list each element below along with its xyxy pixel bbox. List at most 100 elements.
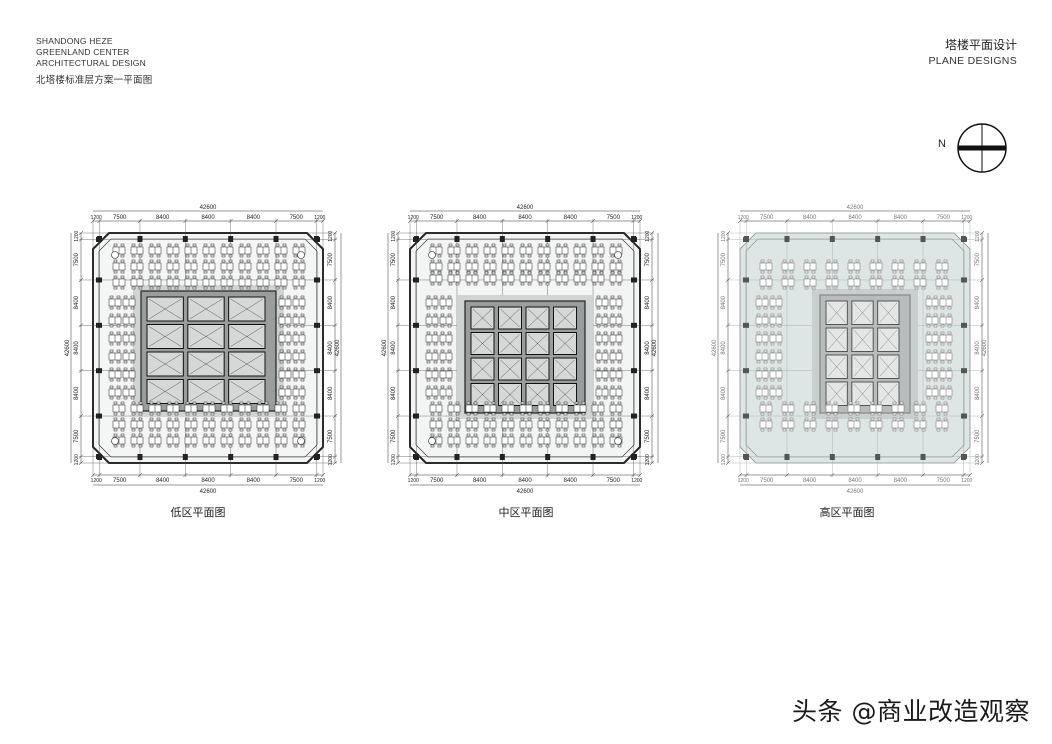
chair: [167, 286, 172, 290]
column: [96, 413, 102, 419]
chair: [936, 259, 941, 263]
chair: [599, 433, 604, 437]
chair: [877, 286, 882, 290]
chair: [596, 306, 601, 310]
chair: [610, 271, 615, 275]
chair: [221, 417, 226, 421]
chair: [848, 417, 853, 421]
chair: [264, 417, 269, 421]
chair: [275, 275, 280, 279]
chair: [473, 282, 478, 286]
dimension-label: 42600: [847, 489, 864, 493]
chair: [484, 417, 489, 421]
shaft-cross: [189, 381, 223, 402]
chair: [756, 360, 761, 364]
chair: [617, 428, 622, 432]
chair: [116, 385, 121, 389]
column: [413, 454, 419, 460]
chair: [502, 259, 507, 263]
caption-low: 低区平面图: [170, 506, 226, 519]
dim-tick: [395, 454, 401, 459]
dim-tick: [407, 472, 413, 478]
dim-tick: [97, 472, 102, 478]
chair: [130, 385, 135, 389]
chair: [116, 342, 121, 346]
chair: [282, 444, 287, 448]
column: [920, 236, 926, 242]
chair: [811, 412, 816, 416]
chair: [203, 286, 208, 290]
chair: [264, 412, 269, 416]
chair: [473, 259, 478, 263]
chair: [509, 282, 514, 286]
chair: [502, 433, 507, 437]
dimension-label: 7500: [391, 252, 397, 266]
chair: [756, 295, 761, 299]
chair: [556, 271, 561, 275]
chair: [527, 444, 532, 448]
dim-tick: [78, 460, 84, 466]
chair: [538, 412, 543, 416]
chair: [892, 401, 897, 405]
dimension-label: 7500: [721, 429, 727, 443]
chair: [520, 417, 525, 421]
chair: [257, 275, 262, 279]
chair: [848, 275, 853, 279]
chair: [592, 254, 597, 258]
chair: [760, 401, 765, 405]
chair: [426, 306, 431, 310]
chair: [538, 271, 543, 275]
columns: [743, 236, 967, 460]
chair: [877, 270, 882, 274]
chair: [174, 259, 179, 263]
chair: [120, 412, 125, 416]
chair: [149, 286, 154, 290]
dim-tick: [332, 413, 338, 419]
chair: [293, 367, 298, 371]
chair: [156, 270, 161, 274]
chair: [763, 349, 768, 353]
chair: [286, 396, 291, 400]
chair: [610, 444, 615, 448]
dimension-label: 1200: [961, 478, 972, 484]
dimension-label: 1200: [91, 478, 102, 484]
chair: [149, 433, 154, 437]
chair: [120, 401, 125, 405]
dim-tick: [454, 472, 460, 478]
chair: [545, 259, 550, 263]
dimension-label: 7500: [937, 478, 951, 484]
chair: [430, 401, 435, 405]
chair: [286, 324, 291, 328]
chair: [804, 275, 809, 279]
chair: [433, 367, 438, 371]
chair: [156, 417, 161, 421]
chair: [447, 331, 452, 335]
dim-tick: [961, 472, 966, 478]
chair: [574, 243, 579, 247]
chair: [138, 433, 143, 437]
chair: [933, 331, 938, 335]
chair: [599, 444, 604, 448]
dimension-label: 8400: [848, 478, 862, 484]
chair: [596, 342, 601, 346]
chair: [617, 331, 622, 335]
chair: [455, 254, 460, 258]
chair: [848, 428, 853, 432]
chair: [239, 259, 244, 263]
chair: [933, 306, 938, 310]
chair: [502, 428, 507, 432]
chair: [257, 401, 262, 405]
chair: [617, 349, 622, 353]
chair: [293, 331, 298, 335]
dim-tick: [979, 460, 985, 466]
chair: [131, 428, 136, 432]
chair: [113, 444, 118, 448]
chair: [940, 360, 945, 364]
chair: [926, 295, 931, 299]
chair: [228, 417, 233, 421]
dimension-label: 8400: [894, 478, 908, 484]
dim-tick: [979, 230, 985, 236]
chair: [855, 259, 860, 263]
